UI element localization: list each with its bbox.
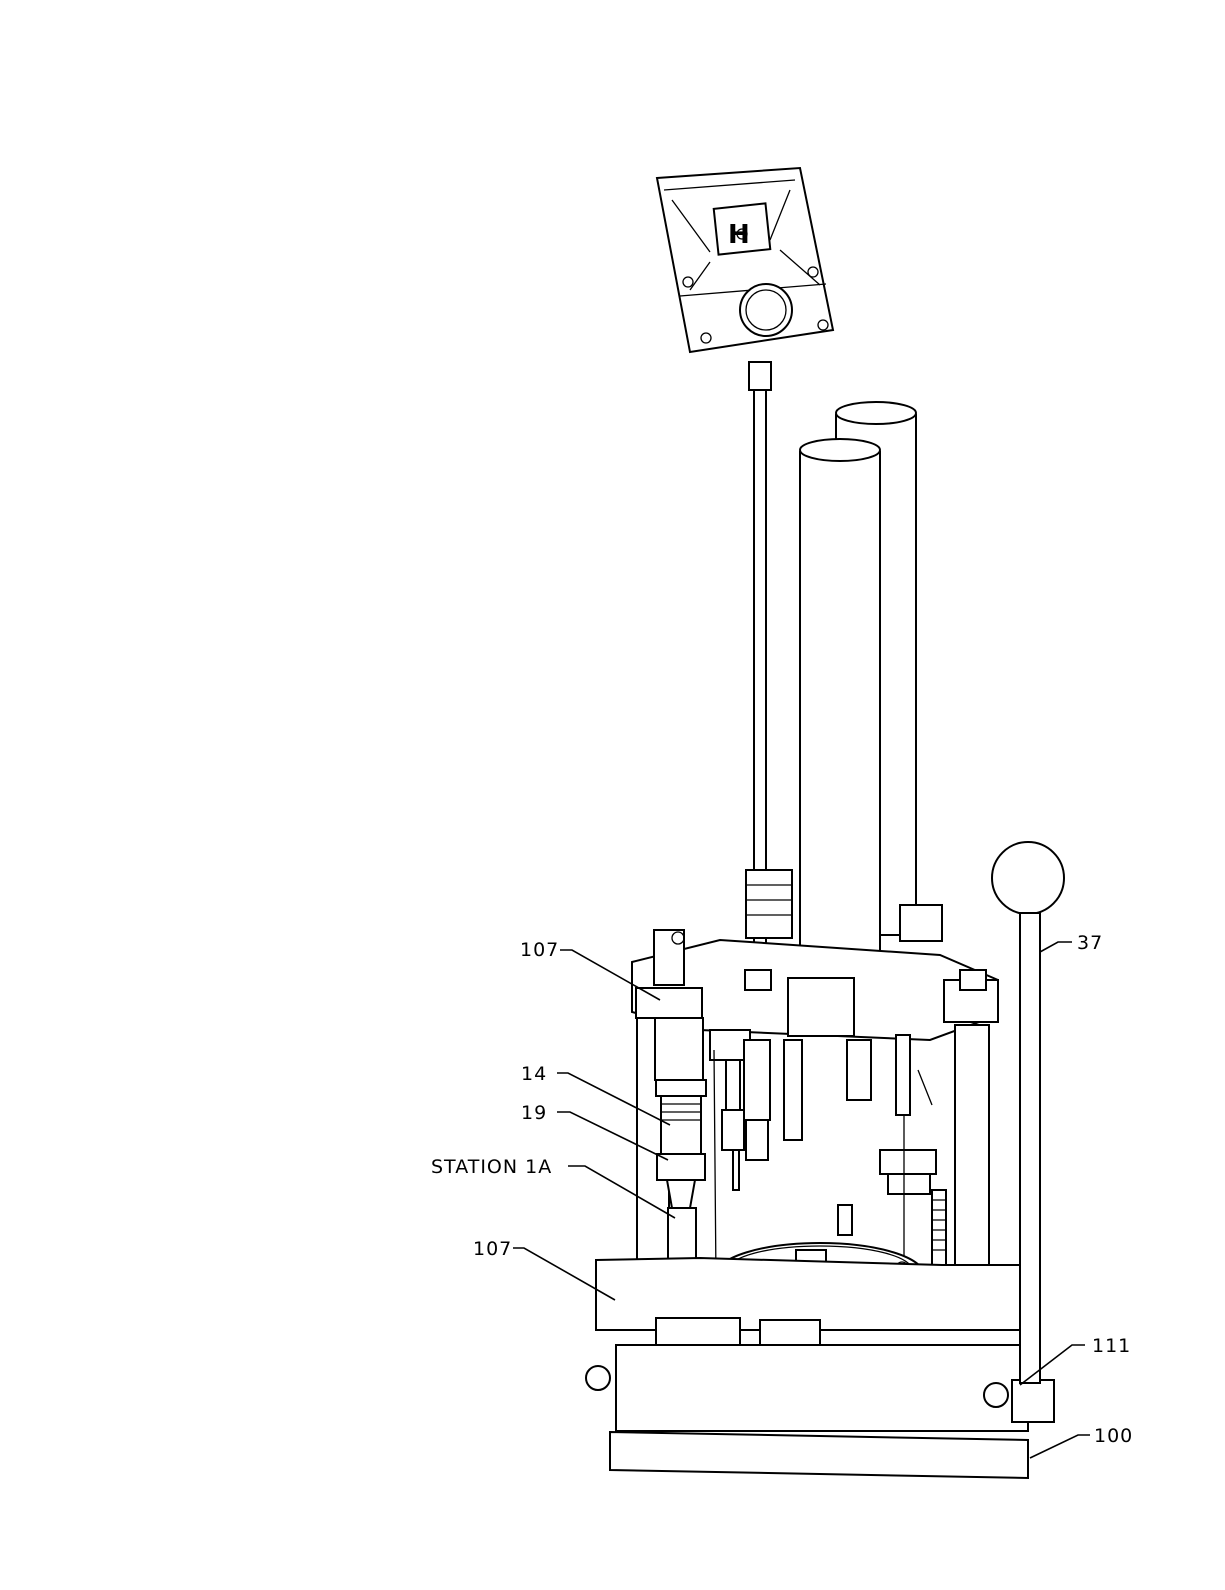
label-19: 19	[521, 1102, 547, 1124]
tube-front	[800, 439, 880, 972]
label-107-lower: 107	[473, 1238, 512, 1260]
label-100: 100	[1094, 1425, 1133, 1447]
label-37: 37	[1077, 932, 1103, 954]
label-111: 111	[1092, 1335, 1131, 1357]
label-station-1a: STATION 1A	[431, 1156, 552, 1178]
top-cover: H	[657, 168, 833, 352]
handle-ball-icon	[992, 842, 1064, 914]
base-frame	[586, 1258, 1054, 1478]
label-107-upper: 107	[520, 939, 559, 961]
die-top	[746, 870, 792, 938]
label-14: 14	[521, 1063, 547, 1085]
knurled-knob-icon	[740, 284, 792, 336]
